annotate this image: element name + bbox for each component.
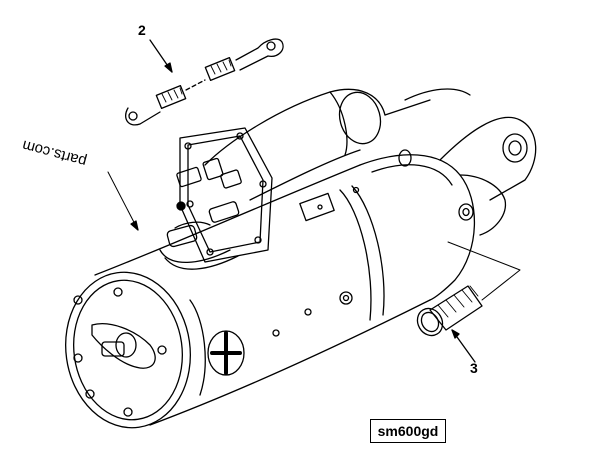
end-cap-outer [65,271,191,429]
solenoid-top [204,88,386,166]
nose-housing [439,116,537,201]
bolt-head [416,307,444,337]
terminal-lead-end [166,224,198,248]
rear-housing [359,154,476,301]
housing-bottom-line [149,299,431,426]
mount-hole [458,203,474,221]
strap-braid-right [204,56,236,82]
nose-bore [502,133,528,163]
motor-housing [65,116,537,429]
ground-strap [125,38,284,126]
strap-lug-right [235,38,284,71]
mounting-bolt [416,241,521,363]
strap-braid-left [155,84,187,110]
end-cap-slot [91,323,156,369]
solenoid-end [338,91,382,145]
end-cap-details [73,186,360,417]
watermark-leader [107,171,139,231]
terminal-post-2 [220,169,242,189]
callout-2-label: 2 [138,22,146,38]
figure-reference-code: sm600gd [370,419,446,443]
bolt-shank [429,285,483,331]
terminal-post-3 [208,201,240,223]
frame-tag [299,192,335,222]
housing-top-line [94,164,361,276]
solenoid-boss [398,149,412,167]
housing-band-ring [339,189,372,321]
solenoid [204,88,471,201]
terminal-post-1 [176,166,202,188]
end-cap-inner [72,279,184,421]
terminal-plate [159,127,273,270]
drive-stub [101,341,125,357]
strap-lug-left [125,107,161,126]
callout-3-label: 3 [470,360,478,376]
